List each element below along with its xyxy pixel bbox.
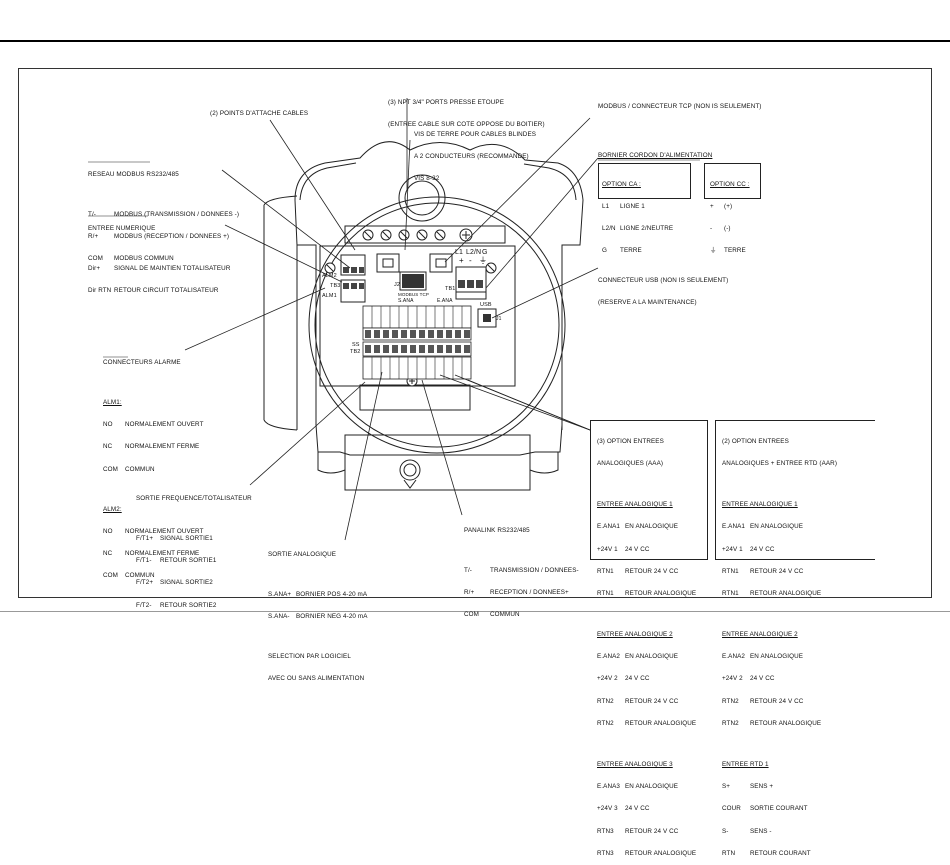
- option-cc: OPTION CC : +(+) -(-) ⏚TERRE: [710, 180, 750, 255]
- modbus-tcp-caption: MODBUS / CONNECTEUR TCP (NON IS SEULEMEN…: [598, 103, 762, 110]
- board-label-j2: J2: [394, 282, 401, 288]
- board-pwr-ground: ⏚: [479, 256, 488, 265]
- board-pwr-minus: -: [469, 256, 472, 265]
- enclosure-drawing: [88, 98, 700, 541]
- option-ca-box: [598, 163, 691, 199]
- header-rule: [0, 40, 950, 42]
- board-label-tb1: TB1: [445, 286, 456, 292]
- diagram-frame: [18, 68, 932, 598]
- option-cc-box: [704, 163, 761, 199]
- npt-caption: (3) NPT 3/4" PORTS PRESSE ETOUPE (ENTREE…: [388, 98, 545, 129]
- aar-option: (2) OPTION ENTREES ANALOGIQUES + ENTREE …: [722, 437, 838, 857]
- aar-box: [715, 420, 875, 560]
- panalink: PANALINK RS232/485 T/-TRANSMISSION / DON…: [464, 526, 579, 619]
- board-label-ss: SS: [352, 342, 360, 348]
- analog-output: SORTIE ANALOGIQUE S.ANA+BORNIER POS 4-20…: [268, 550, 368, 683]
- board-label-tb3: TB3: [330, 283, 341, 289]
- board-label-j1: J1: [496, 316, 502, 322]
- board-pwr-l2n: L2/N: [466, 249, 482, 256]
- usb-caption: CONNECTEUR USB (NON IS SEULEMENT) (RESER…: [598, 276, 729, 307]
- digital-input: ENTREE NUMERIQUE Dir+SIGNAL DE MAINTIEN …: [88, 224, 231, 295]
- board-pwr-plus: +: [459, 256, 464, 265]
- earth-screw-caption: VIS DE TERRE POUR CABLES BLINDES A 2 CON…: [414, 130, 537, 183]
- power-cord-title: BORNIER CORDON D'ALIMENTATION: [598, 152, 713, 159]
- board-pwr-l1: L1: [455, 249, 463, 256]
- aaa-box: [590, 420, 708, 560]
- cable-points-caption: (2) POINTS D'ATTACHE CABLES: [210, 110, 309, 117]
- board-label-tb2: TB2: [350, 349, 361, 355]
- board-label-eana: E.ANA: [437, 298, 453, 304]
- frequency-output: SORTIE FREQUENCE/TOTALISATEUR F/T1+SIGNA…: [136, 494, 252, 609]
- board-label-alm1: ALM1: [322, 293, 337, 299]
- board-label-usb: USB: [480, 302, 492, 308]
- aaa-option: (3) OPTION ENTREES ANALOGIQUES (AAA) ENT…: [597, 437, 697, 857]
- board-label-sana: S.ANA: [398, 298, 414, 304]
- board-label-alm2: ALM2: [322, 273, 337, 279]
- footer-rule: [0, 611, 950, 612]
- modbus-network: RESEAU MODBUS RS232/485 T/-MODBUS (TRANS…: [88, 170, 240, 263]
- board-pwr-g: G: [482, 249, 488, 256]
- board-label-mbus: MODBUS TCP: [398, 292, 429, 297]
